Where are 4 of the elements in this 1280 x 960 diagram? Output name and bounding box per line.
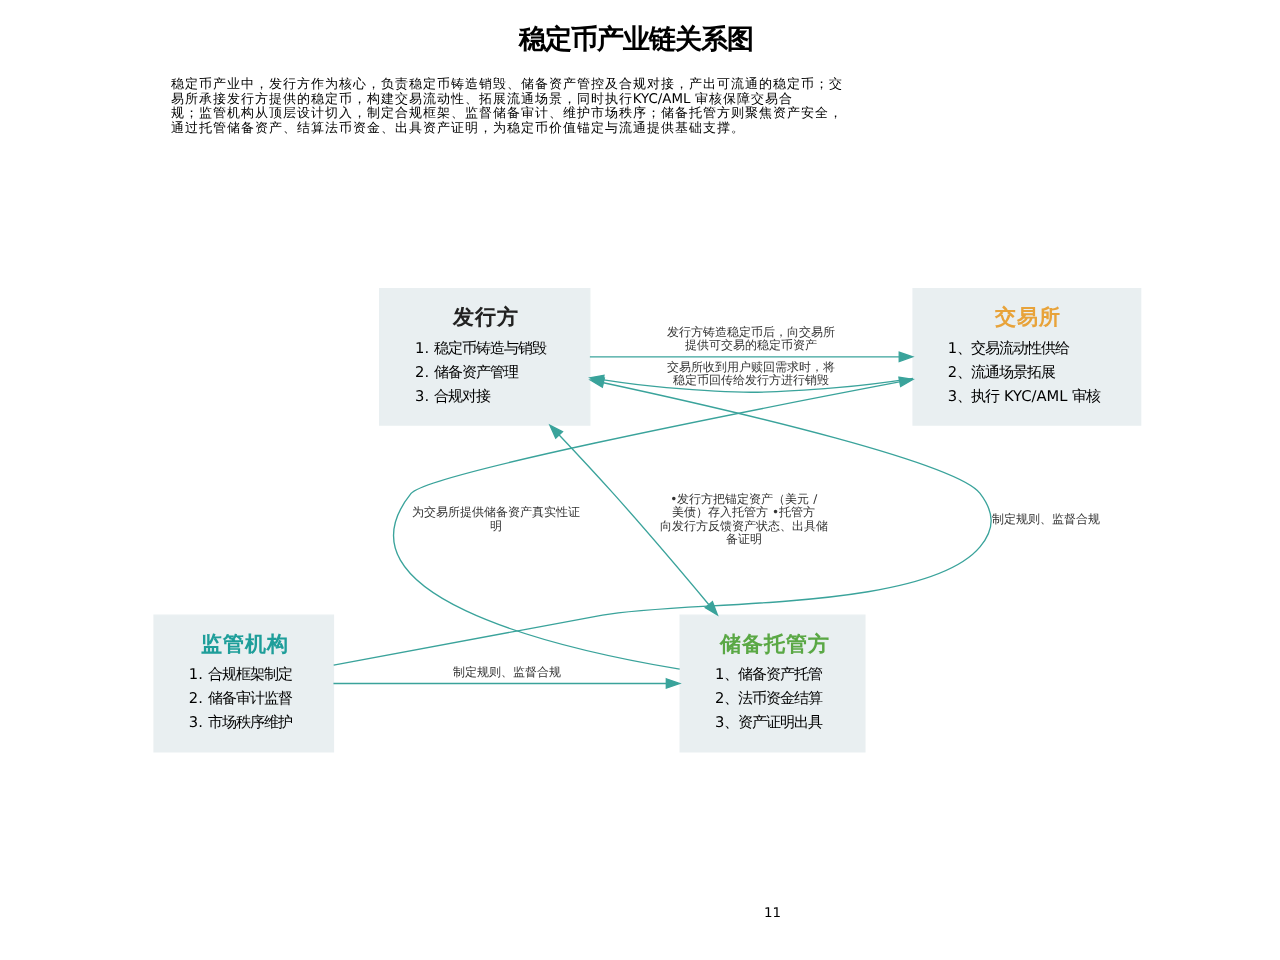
arrow bbox=[331, 677, 681, 690]
diagram-title: 稳定币产业链关系图 bbox=[517, 25, 752, 56]
arrow bbox=[332, 377, 991, 666]
arrow bbox=[588, 351, 914, 363]
